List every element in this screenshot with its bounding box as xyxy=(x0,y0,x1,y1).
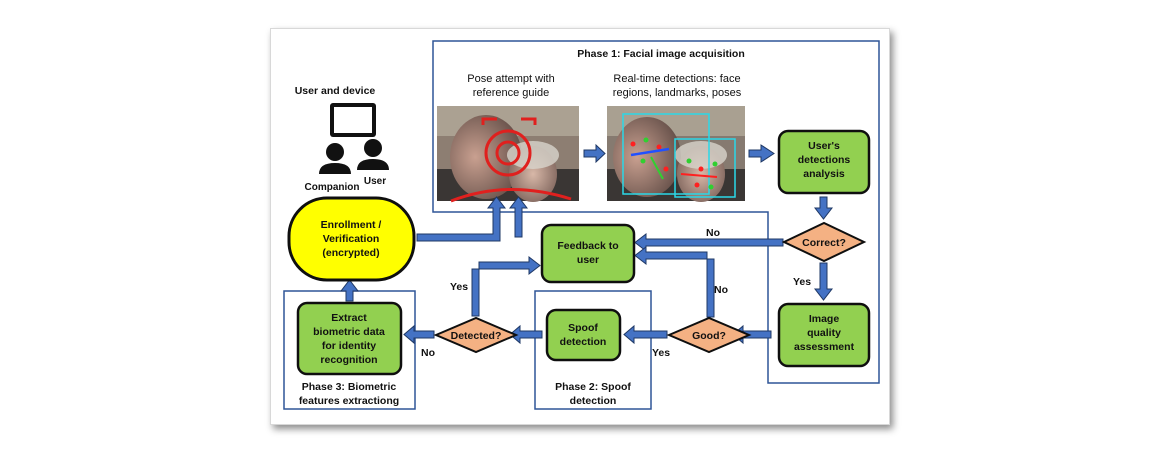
phase1-region: Phase 1: Facial image acquisition xyxy=(432,40,880,384)
extract-line1: Extract xyxy=(331,312,367,324)
detected-yes-label: Yes xyxy=(450,281,468,293)
decision-good: Good? xyxy=(666,316,752,354)
pose-photo xyxy=(437,106,579,203)
correct-label: Correct? xyxy=(802,237,846,249)
phase3-title-line2: features extractiong xyxy=(299,395,399,407)
detections-photo xyxy=(607,106,745,202)
spoof-line1: Spoof xyxy=(568,322,598,334)
analysis-line3: analysis xyxy=(803,168,845,180)
arrow-feedback-to-pose xyxy=(508,196,529,238)
detections-caption-line1: Real-time detections: face xyxy=(613,73,740,85)
extract-line2: biometric data xyxy=(313,326,385,338)
arrow-correct-yes-to-quality xyxy=(813,262,834,301)
arrow-detected-no-to-extract xyxy=(403,324,435,345)
figure-card: Phase 1: Facial image acquisition Phase … xyxy=(270,28,890,425)
phase2-title-line1: Phase 2: Spoof xyxy=(555,381,631,393)
user-label: User xyxy=(364,176,386,187)
user-and-device: User and device User Companion xyxy=(295,85,389,193)
companion-person-icon xyxy=(319,143,351,174)
arrow-analysis-to-correct xyxy=(813,196,834,220)
pose-caption-line1: Pose attempt with xyxy=(467,73,554,85)
phase3-region: Phase 3: Biometric features extractiong xyxy=(283,290,416,410)
tablet-icon xyxy=(330,103,376,137)
arrow-detections-to-analysis xyxy=(748,144,775,163)
decision-correct: Correct? xyxy=(781,221,867,263)
node-enrollment-verification: Enrollment / Verification (encrypted) xyxy=(287,196,416,282)
good-yes-label: Yes xyxy=(652,347,670,359)
analysis-line1: User's xyxy=(808,140,840,152)
good-no-label: No xyxy=(714,284,728,296)
arrow-enroll-to-pose xyxy=(416,196,507,242)
arrow-spoof-to-detected xyxy=(509,324,543,345)
feedback-line2: user xyxy=(577,254,599,266)
arrow-extract-to-enroll xyxy=(339,279,360,302)
feedback-line1: Feedback to xyxy=(557,240,618,252)
node-detections-analysis: User's detections analysis xyxy=(777,129,871,195)
node-image-quality: Image quality assessment xyxy=(777,302,871,368)
phase3-title-line1: Phase 3: Biometric xyxy=(302,381,397,393)
flow-diagram: Phase 1: Facial image acquisition Phase … xyxy=(283,40,880,410)
extract-line3: for identity xyxy=(322,340,376,352)
quality-line3: assessment xyxy=(794,341,855,353)
landmark-points xyxy=(630,137,718,190)
correct-yes-label: Yes xyxy=(793,276,811,288)
companion-label: Companion xyxy=(305,182,360,193)
phase2-border xyxy=(534,290,652,410)
quality-line2: quality xyxy=(807,327,841,339)
phase2-region: Phase 2: Spoof detection xyxy=(534,290,652,410)
detected-label: Detected? xyxy=(451,330,502,342)
extract-line4: recognition xyxy=(320,354,377,366)
pose-reference-guide xyxy=(450,117,572,203)
node-spoof-detection: Spoof detection xyxy=(545,308,622,362)
node-feedback-to-user: Feedback to user xyxy=(540,223,636,284)
correct-no-label: No xyxy=(706,227,720,239)
arrow-good-yes-to-spoof xyxy=(623,324,668,345)
phase2-title-line2: detection xyxy=(570,395,617,407)
enroll-line2: Verification xyxy=(323,233,380,245)
node-extract-biometric: Extract biometric data for identity reco… xyxy=(296,301,403,376)
detections-caption-line2: regions, landmarks, poses xyxy=(613,87,742,99)
flow-arrows xyxy=(339,143,834,345)
user-device-title: User and device xyxy=(295,85,376,97)
arrow-pose-to-detections xyxy=(583,143,606,164)
phase1-border xyxy=(432,40,880,384)
decision-detected: Detected? xyxy=(433,316,519,354)
arrow-good-no-to-feedback xyxy=(634,245,715,318)
spoof-line2: detection xyxy=(560,336,607,348)
user-person-icon xyxy=(357,139,389,170)
enroll-line3: (encrypted) xyxy=(322,247,379,259)
analysis-line2: detections xyxy=(798,154,851,166)
enroll-line1: Enrollment / xyxy=(321,219,382,231)
quality-line1: Image xyxy=(809,313,840,325)
detected-no-label: No xyxy=(421,347,435,359)
good-label: Good? xyxy=(692,330,726,342)
pose-caption-line2: reference guide xyxy=(473,87,549,99)
arrow-detected-yes-to-feedback xyxy=(471,255,541,317)
phase1-title: Phase 1: Facial image acquisition xyxy=(577,48,744,60)
face-region-boxes xyxy=(622,113,736,198)
